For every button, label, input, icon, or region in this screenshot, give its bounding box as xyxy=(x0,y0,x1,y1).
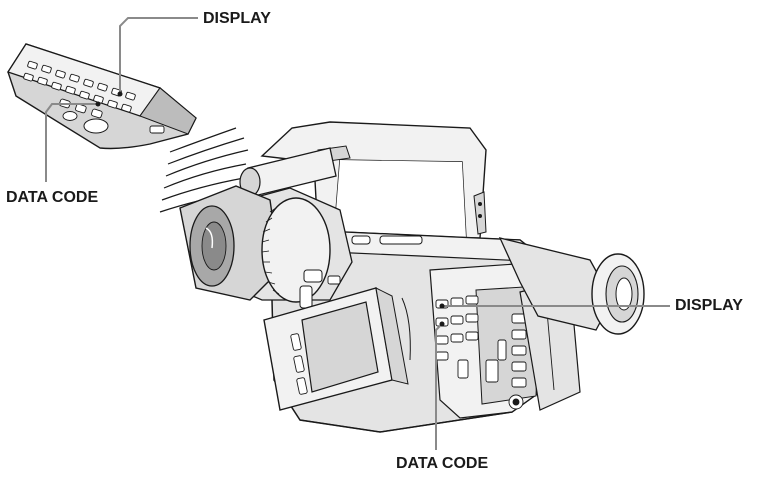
side-buttons xyxy=(497,313,527,410)
camcorder xyxy=(179,121,645,433)
camera-display-label: DISPLAY xyxy=(675,297,743,314)
remote-round-button xyxy=(83,118,109,134)
remote-buttons xyxy=(23,60,136,119)
remote-display-label: DISPLAY xyxy=(203,10,271,27)
leader-camera-data-code xyxy=(435,323,443,450)
remote-slide-switch xyxy=(149,125,165,134)
leader-remote-data-code xyxy=(45,103,96,182)
remote-data-code-label: DATA CODE xyxy=(6,189,99,206)
camera-data-code-label: DATA CODE xyxy=(396,455,489,472)
lcd-screen xyxy=(301,301,379,393)
leader-remote-display xyxy=(119,17,198,92)
remote-commander xyxy=(7,43,197,150)
callout-leaders xyxy=(45,17,670,450)
zoom-ring xyxy=(261,197,331,303)
